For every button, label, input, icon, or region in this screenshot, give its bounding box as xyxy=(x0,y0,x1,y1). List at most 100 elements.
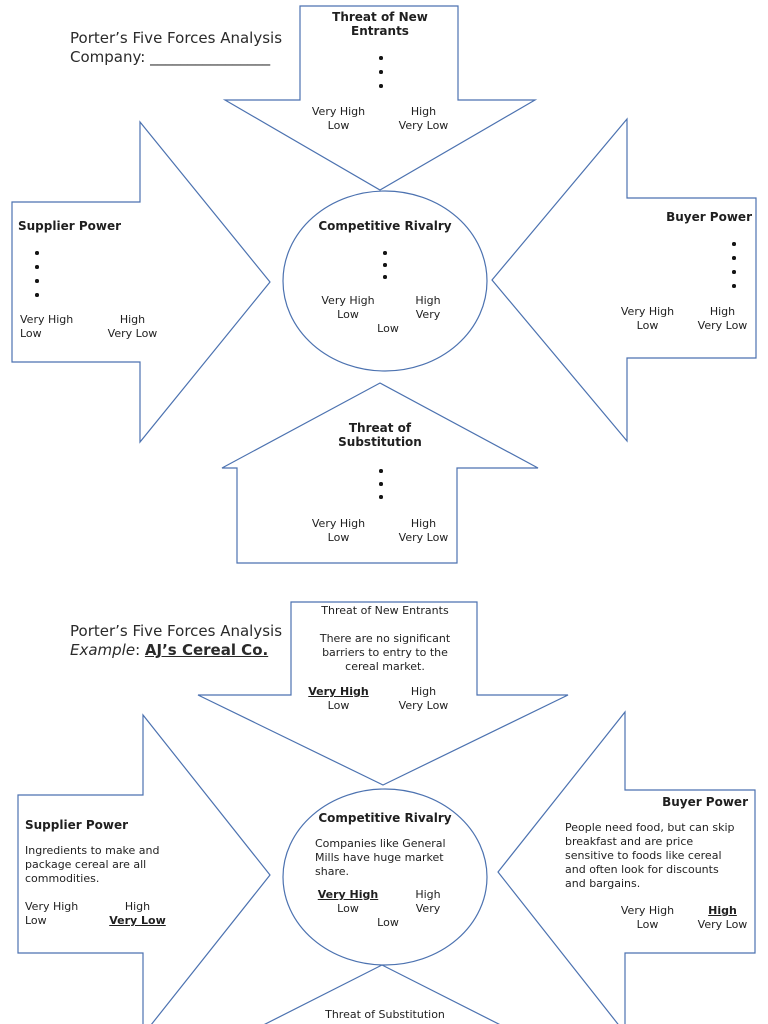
rating-low: Low xyxy=(337,308,359,321)
d1-buyer-heading: Buyer Power xyxy=(666,210,752,224)
rating-very-low: Very Low xyxy=(107,327,158,340)
rating-low-wrapped: Low xyxy=(377,322,399,335)
rating-high: High xyxy=(410,517,437,530)
d2-company-name: AJ’s Cereal Co. xyxy=(144,641,269,659)
rating-very-high: Very High xyxy=(20,313,74,326)
rating-high-selected: High xyxy=(708,904,737,917)
rating-very-word: Very xyxy=(415,902,441,915)
d1-title-line2: Company: ________________ xyxy=(70,48,330,67)
d2-supplier-ratings: Very High High Low Very Low xyxy=(25,900,175,927)
d2-buyer-body: People need food, but can skip breakfast… xyxy=(565,821,735,890)
bullet-dot xyxy=(379,495,383,499)
d2-rivalry-ratings: Very High High Low Very Low xyxy=(308,888,468,929)
bullet-dot xyxy=(383,263,387,267)
d1-supplier-arrow-shape xyxy=(12,122,270,442)
d2-new-entrants-body: There are no significant barriers to ent… xyxy=(319,632,451,673)
bullet-dot xyxy=(35,293,39,297)
rating-low: Low xyxy=(25,914,47,927)
d2-rivalry-body: Companies like General Mills have huge m… xyxy=(315,837,446,878)
rating-high: High xyxy=(415,888,441,901)
rating-very-low: Very Low xyxy=(398,119,449,132)
d2-buyer-arrow-shape xyxy=(498,712,755,1024)
d1-substitution-ratings: Very High High Low Very Low xyxy=(296,517,466,544)
rating-very-high: Very High xyxy=(311,105,366,118)
rating-high: High xyxy=(410,105,437,118)
rating-very-high-selected: Very High xyxy=(308,685,369,698)
d2-title-line1: Porter’s Five Forces Analysis xyxy=(70,622,283,640)
d1-company-label: Company: xyxy=(70,48,146,66)
d1-new-entrants-arrow-shape xyxy=(225,6,535,190)
d1-title: Porter’s Five Forces Analysis Company: _… xyxy=(70,29,330,67)
rating-very-high: Very High xyxy=(25,900,79,913)
rating-very-low: Very Low xyxy=(398,699,449,712)
bullet-dot xyxy=(379,56,383,60)
d2-buyer-ratings: Very High High Low Very Low xyxy=(610,904,760,931)
bullet-dot xyxy=(379,70,383,74)
d1-rivalry-ellipse-shape xyxy=(283,191,487,371)
bullet-dot xyxy=(35,265,39,269)
rating-high: High xyxy=(124,900,151,913)
d2-new-entrants-arrow-shape xyxy=(198,602,568,785)
bullet-dot xyxy=(35,279,39,283)
rating-very-high: Very High xyxy=(321,294,375,307)
bullet-dot xyxy=(379,469,383,473)
bullet-dot xyxy=(35,251,39,255)
d2-supplier-body: Ingredients to make and package cereal a… xyxy=(25,844,160,885)
bullet-dot xyxy=(732,256,736,260)
d2-example-label: Example xyxy=(70,641,136,659)
d1-rivalry-heading: Competitive Rivalry xyxy=(318,219,452,233)
d2-rivalry-heading: Competitive Rivalry xyxy=(318,811,452,825)
d2-substitution-heading: Threat of Substitution xyxy=(325,1008,445,1021)
bullet-dot xyxy=(732,270,736,274)
rating-very-low: Very Low xyxy=(697,918,748,931)
rating-very-high: Very High xyxy=(620,305,675,318)
d2-new-entrants-ratings: Very High High Low Very Low xyxy=(296,685,466,712)
d1-title-line1: Porter’s Five Forces Analysis xyxy=(70,29,283,47)
d2-supplier-arrow-shape xyxy=(18,715,270,1024)
rating-low: Low xyxy=(636,918,659,931)
rating-very-word: Very xyxy=(415,308,441,321)
rating-high: High xyxy=(410,685,437,698)
rating-high: High xyxy=(119,313,146,326)
d1-company-blank: ________________ xyxy=(150,48,271,66)
rating-very-high: Very High xyxy=(311,517,366,530)
rating-high: High xyxy=(709,305,736,318)
bullet-dot xyxy=(383,275,387,279)
d2-title: Porter’s Five Forces Analysis Example: A… xyxy=(70,622,330,660)
d2-new-entrants-heading: Threat of New Entrants xyxy=(321,604,449,617)
rating-very-high: Very High xyxy=(620,904,675,917)
rating-high: High xyxy=(415,294,441,307)
d1-buyer-ratings: Very High High Low Very Low xyxy=(610,305,760,332)
d1-substitution-arrow-shape xyxy=(222,383,538,563)
d1-new-entrants-heading: Threat of New Entrants xyxy=(332,10,428,38)
bullet-dot xyxy=(732,284,736,288)
rating-low: Low xyxy=(20,327,42,340)
bullet-dot xyxy=(379,482,383,486)
d2-colon: : xyxy=(135,641,145,659)
d1-substitution-heading: Threat of Substitution xyxy=(338,421,422,449)
d2-substitution-arrow-shape xyxy=(210,965,554,1024)
rating-low: Low xyxy=(327,119,350,132)
rating-very-low: Very Low xyxy=(398,531,449,544)
d1-supplier-heading: Supplier Power xyxy=(18,219,122,233)
d2-buyer-heading: Buyer Power xyxy=(662,795,748,809)
rating-very-low-selected: Very Low xyxy=(109,914,166,927)
d1-buyer-arrow-shape xyxy=(492,119,756,441)
bullet-dot xyxy=(379,84,383,88)
d2-title-line2: Example: AJ’s Cereal Co. xyxy=(70,641,330,660)
d2-supplier-heading: Supplier Power xyxy=(25,818,129,832)
d2-rivalry-ellipse-shape xyxy=(283,789,487,965)
rating-low: Low xyxy=(337,902,359,915)
d1-rivalry-ratings: Very High High Low Very Low xyxy=(308,294,468,335)
bullet-dot xyxy=(732,242,736,246)
rating-low-wrapped: Low xyxy=(377,916,399,929)
d1-new-entrants-ratings: Very High High Low Very Low xyxy=(296,105,466,132)
bullet-dot xyxy=(383,251,387,255)
rating-very-high-selected: Very High xyxy=(317,888,379,901)
rating-low: Low xyxy=(327,699,350,712)
d1-supplier-ratings: Very High High Low Very Low xyxy=(20,313,170,340)
rating-low: Low xyxy=(327,531,350,544)
rating-very-low: Very Low xyxy=(697,319,748,332)
